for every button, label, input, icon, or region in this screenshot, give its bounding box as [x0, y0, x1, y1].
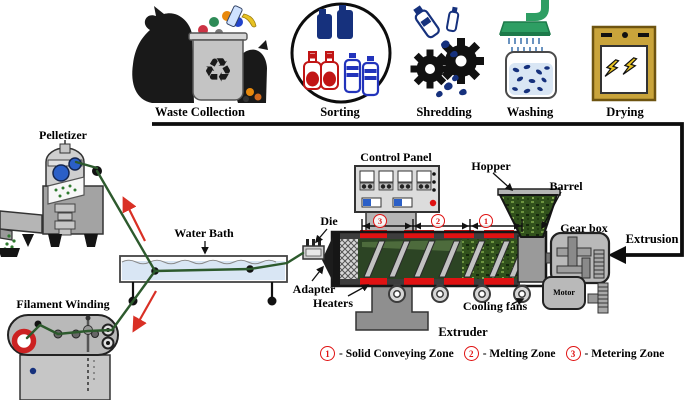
- extruder-label: Extruder: [438, 325, 488, 339]
- legend-text-1: - Solid Conveying Zone: [339, 347, 454, 360]
- motor-label: Motor: [553, 288, 575, 297]
- legend-item-solid-conveying: 1 - Solid Conveying Zone: [320, 346, 454, 361]
- plastic-flakes: [436, 40, 467, 98]
- legend-badge-2: 2: [463, 346, 479, 361]
- extruder-assembly: [302, 165, 561, 331]
- die-head: [302, 239, 325, 260]
- extrusion-label: Extrusion: [625, 232, 679, 246]
- washing-icon: [498, 0, 557, 99]
- panel-red-indicator: [429, 199, 437, 207]
- zone-marker-1: 1: [479, 214, 493, 228]
- direction-arrows: [122, 196, 157, 333]
- breaker-plate: [340, 239, 358, 279]
- water-bath-label: Water Bath: [174, 226, 234, 240]
- control-panel-label: Control Panel: [360, 150, 432, 164]
- panel-gauge: [392, 197, 413, 208]
- legend-badge-3: 3: [565, 346, 581, 361]
- adapter-cone: [322, 236, 333, 282]
- zone-marker-3: 3: [373, 214, 387, 228]
- washing-label: Washing: [506, 105, 554, 119]
- extruder-barrel: [330, 230, 557, 288]
- adapter-label: Adapter: [292, 282, 336, 296]
- waste-collection-icon: [132, 5, 268, 103]
- filament-winding-label: Filament Winding: [16, 297, 110, 311]
- pelletizer-label: Pelletizer: [39, 128, 87, 142]
- zone-legend: 1 - Solid Conveying Zone 2 - Melting Zon…: [320, 346, 664, 361]
- legend-text-3: - Metering Zone: [584, 347, 665, 360]
- lightning-bolt-icon: [604, 57, 638, 77]
- heaters-label: Heaters: [313, 296, 353, 310]
- sorting-label: Sorting: [320, 105, 360, 119]
- panel-switches: [359, 170, 432, 191]
- water-drops: [508, 38, 543, 52]
- flakes-in-water: [512, 64, 550, 94]
- zone-marker-2: 2: [431, 214, 445, 228]
- drying-label: Drying: [606, 105, 644, 119]
- label-pointers: [201, 172, 562, 306]
- legend-item-metering: 3 - Metering Zone: [565, 346, 665, 361]
- cooling-fans: [388, 284, 531, 303]
- filament-line: [25, 160, 305, 340]
- pelletizer-machine: [0, 140, 104, 257]
- legend-item-melting: 2 - Melting Zone: [463, 346, 556, 361]
- hopper: [497, 188, 561, 238]
- filament-winding-machine: [7, 314, 119, 400]
- shredding-icon: [410, 5, 484, 98]
- motor-housing: [542, 276, 586, 310]
- drying-icon: [591, 25, 657, 102]
- hopper-label: Hopper: [471, 159, 511, 173]
- blue-bottle-icon: [343, 53, 362, 94]
- shredding-label: Shredding: [416, 105, 472, 119]
- sorting-icon: [290, 2, 392, 104]
- control-panel: [354, 165, 440, 213]
- red-bottle-icon: [320, 51, 339, 90]
- pellets-on-tray: [54, 184, 77, 198]
- panel-gauge: [361, 197, 382, 208]
- blue-bottle-icon: [361, 56, 380, 97]
- legend-badge-1: 1: [320, 346, 335, 361]
- gear-box-label: Gear box: [560, 221, 608, 235]
- heater-bands: [360, 230, 514, 286]
- waste-collection-label: Waste Collection: [155, 105, 245, 119]
- extruder-stand: [355, 284, 429, 331]
- gear-icon: [410, 49, 450, 89]
- process-flow-line: [152, 122, 684, 264]
- legend-text-2: - Melting Zone: [482, 347, 556, 360]
- red-bottle-icon: [303, 51, 322, 90]
- cooling-fans-label: Cooling fans: [462, 299, 528, 313]
- die-label: Die: [320, 214, 338, 228]
- recycle-icon: ♻: [203, 50, 233, 90]
- barrel-label: Barrel: [549, 179, 583, 193]
- water-bath-machine: [119, 255, 288, 306]
